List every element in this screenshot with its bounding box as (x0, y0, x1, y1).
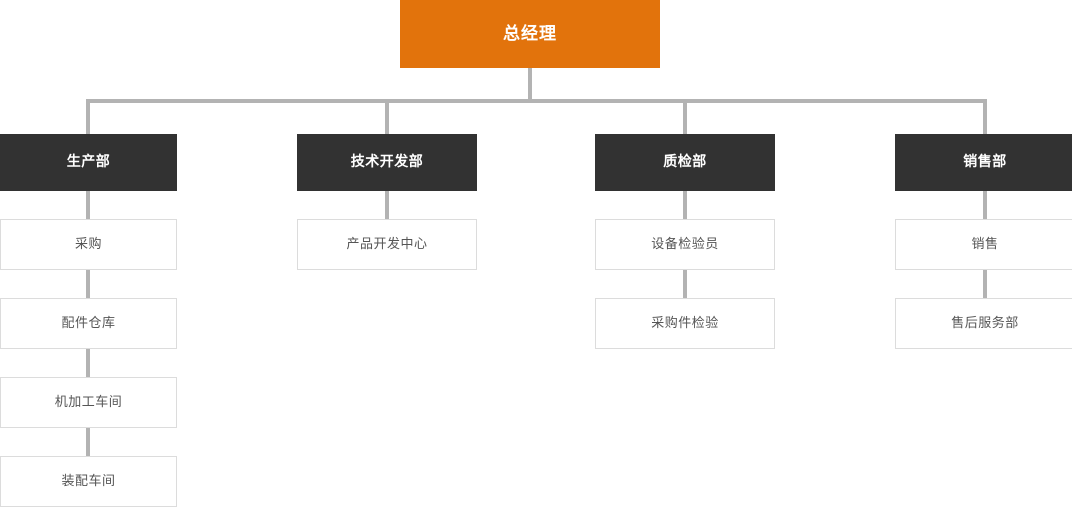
org-node-dept-4-child-2[interactable]: 售后服务部 (895, 298, 1072, 349)
connector-horizontal-bus (86, 99, 987, 103)
org-node-dept-3-child-1-label: 设备检验员 (651, 236, 719, 252)
org-node-dept-4-child-1-label: 销售 (971, 236, 999, 252)
org-node-dept-3-child-2-label: 采购件检验 (651, 315, 719, 331)
org-node-dept-3-label: 质检部 (663, 154, 707, 171)
org-node-dept-2[interactable]: 技术开发部 (297, 134, 477, 191)
org-node-dept-4-child-1[interactable]: 销售 (895, 219, 1072, 270)
connector-dept-1-child-2-to-3 (86, 349, 90, 377)
connector-dept-3-child-1-to-2 (683, 270, 687, 298)
org-node-dept-4-child-2-label: 售后服务部 (951, 315, 1019, 331)
org-node-dept-1-child-1[interactable]: 采购 (0, 219, 177, 270)
connector-bus-to-dept-3 (683, 99, 687, 134)
connector-dept-4-child-1-to-2 (983, 270, 987, 298)
org-node-dept-2-child-1-label: 产品开发中心 (346, 236, 428, 252)
org-node-dept-1-label: 生产部 (66, 154, 111, 171)
connector-dept-1-child-3-to-4 (86, 428, 90, 456)
org-node-dept-1-child-2-label: 配件仓库 (61, 315, 116, 331)
org-node-dept-1-child-3[interactable]: 机加工车间 (0, 377, 177, 428)
org-node-dept-1-child-2[interactable]: 配件仓库 (0, 298, 177, 349)
connector-bus-to-dept-1 (86, 99, 90, 134)
connector-bus-to-dept-2 (385, 99, 389, 134)
org-node-dept-1-child-4-label: 装配车间 (61, 473, 116, 489)
connector-bus-to-dept-4 (983, 99, 987, 134)
connector-dept-3-to-child-1 (683, 191, 687, 219)
connector-dept-1-to-child-1 (86, 191, 90, 219)
org-node-dept-1[interactable]: 生产部 (0, 134, 177, 191)
org-node-dept-1-child-1-label: 采购 (74, 236, 102, 252)
org-node-dept-3-child-2[interactable]: 采购件检验 (595, 298, 775, 349)
org-node-dept-2-child-1[interactable]: 产品开发中心 (297, 219, 477, 270)
org-node-root[interactable]: 总经理 (400, 0, 660, 68)
org-node-dept-4-label: 销售部 (963, 154, 1007, 171)
org-node-root-label: 总经理 (503, 23, 557, 44)
org-node-dept-3[interactable]: 质检部 (595, 134, 775, 191)
connector-dept-2-to-child-1 (385, 191, 389, 219)
org-node-dept-1-child-3-label: 机加工车间 (54, 394, 123, 410)
org-node-dept-4[interactable]: 销售部 (895, 134, 1072, 191)
connector-dept-1-child-1-to-2 (86, 270, 90, 298)
connector-dept-4-to-child-1 (983, 191, 987, 219)
connector-root-drop (528, 68, 532, 101)
org-node-dept-3-child-1[interactable]: 设备检验员 (595, 219, 775, 270)
org-node-dept-1-child-4[interactable]: 装配车间 (0, 456, 177, 507)
org-node-dept-2-label: 技术开发部 (350, 154, 424, 171)
